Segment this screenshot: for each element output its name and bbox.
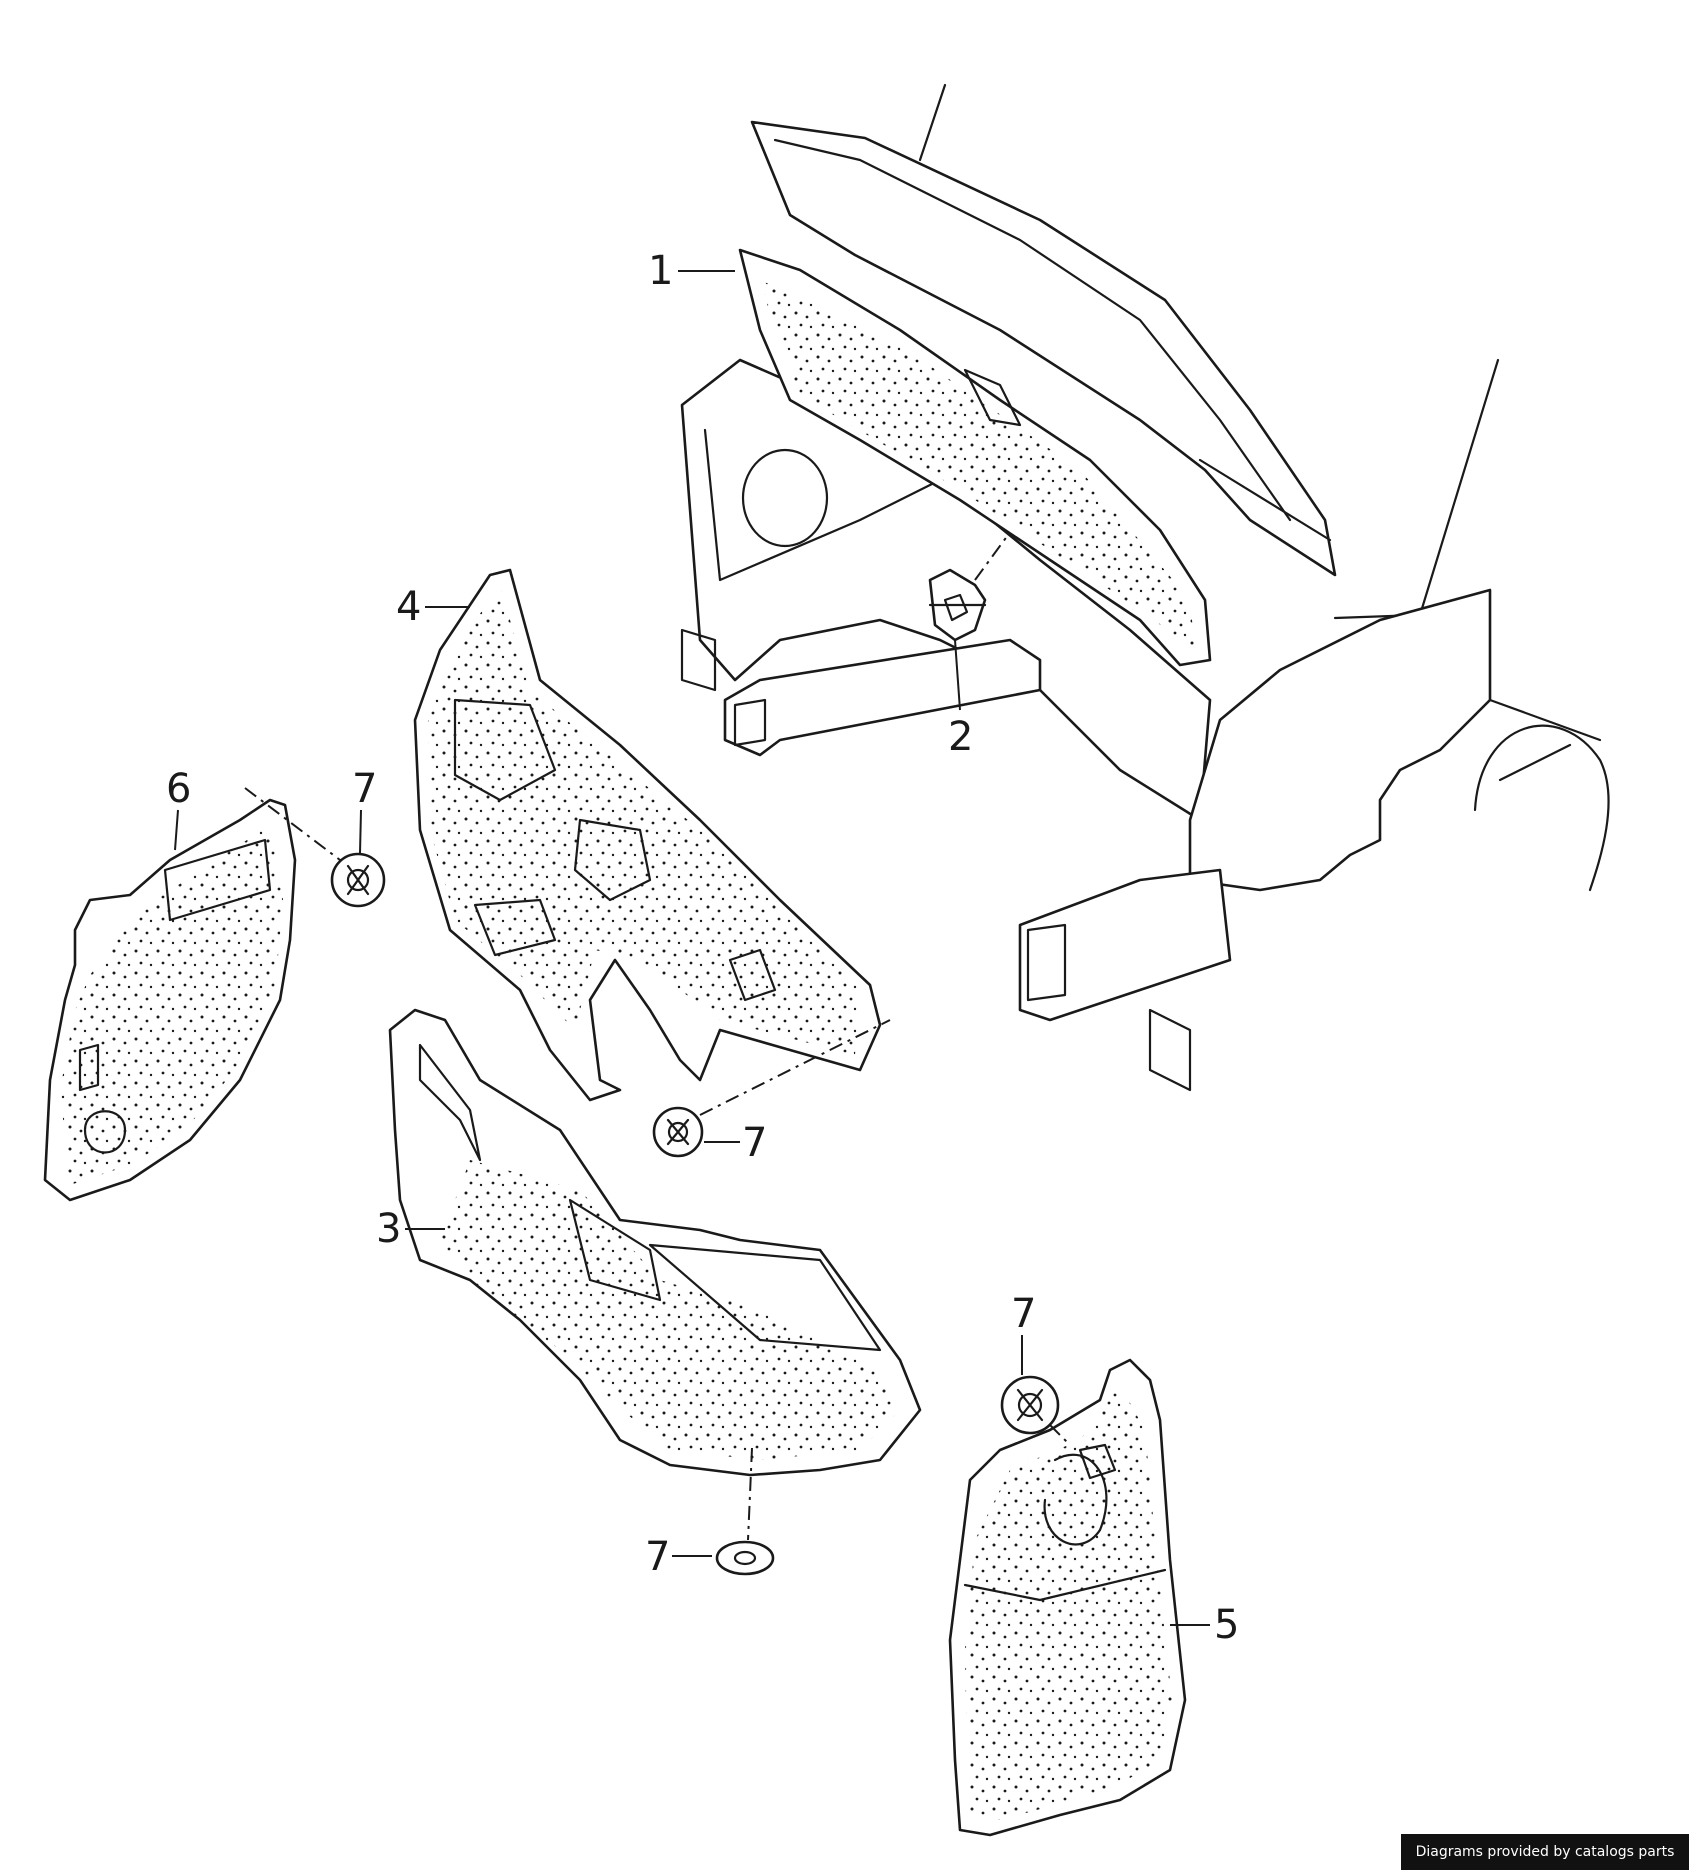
part-6-window — [163, 838, 272, 922]
assembly-line-washer-c — [1049, 1424, 1071, 1446]
callout-2: 2 — [948, 714, 973, 760]
part-3-tray-top — [648, 1243, 882, 1352]
callout-6: 6 — [166, 766, 191, 812]
callout-1: 1 — [648, 248, 673, 294]
callout-7a: 7 — [352, 766, 377, 812]
leader-7a — [359, 809, 362, 854]
callout-4: 4 — [396, 584, 421, 630]
part-3-channel — [418, 1043, 482, 1162]
assembly-line-washer-b — [699, 1019, 891, 1116]
hood-stay-line — [918, 83, 947, 162]
part-5-side-insulation-fill — [965, 1385, 1172, 1820]
fender-outline — [1188, 588, 1492, 892]
part-7-washer-b — [652, 1106, 704, 1158]
frame-rail-left — [723, 638, 1042, 757]
assembly-line-washer-a — [244, 787, 341, 861]
part-6-side-insulation-fill — [60, 825, 283, 1185]
part-1-bracket — [963, 368, 1022, 427]
part-4-cutout-mid — [573, 818, 652, 902]
callout-5: 5 — [1214, 1602, 1239, 1648]
part-7-washer-c — [1000, 1375, 1060, 1435]
part-4-tab — [728, 948, 777, 1002]
callout-7d: 7 — [645, 1534, 670, 1580]
frame-rail-right — [1018, 868, 1232, 1022]
part-2-clip — [928, 568, 987, 642]
part-5-fold-line — [963, 1568, 1167, 1602]
part-6-oval — [83, 1110, 127, 1154]
frame-rail-right-end — [1026, 923, 1067, 1002]
hood-edge-line — [1198, 458, 1332, 542]
callout-3: 3 — [376, 1206, 401, 1252]
leader-2 — [954, 639, 961, 711]
bumper-rail — [1498, 743, 1572, 782]
part-4-bulkhead-insulation-fill — [428, 585, 860, 1055]
fender-lip — [1488, 698, 1602, 742]
wheel-arch — [1473, 724, 1610, 892]
bulkhead-round-opening — [741, 448, 829, 548]
callout-7b: 7 — [742, 1120, 767, 1166]
bulkhead-bracket — [680, 628, 717, 692]
part-1-insulation-strip-fill — [760, 280, 1195, 650]
assembly-line-clip — [974, 534, 1009, 581]
part-7-washer-d — [715, 1540, 775, 1576]
part-3-lower-insulation-fill — [440, 1160, 900, 1460]
part-7-washer-a — [330, 852, 386, 908]
frame-rail-left-end — [733, 698, 767, 747]
hood-inner-line — [773, 138, 1292, 522]
part-6-slot — [78, 1043, 100, 1092]
windshield-pillar — [1333, 358, 1500, 620]
bulkhead-panel-line — [703, 428, 942, 582]
lower-bracket — [1148, 1008, 1192, 1092]
part-4-cutout-lower — [473, 898, 557, 957]
part-3-step — [568, 1198, 662, 1302]
part-5-tab — [1078, 1443, 1117, 1480]
leader-6 — [174, 809, 179, 851]
hood-outline — [750, 120, 1337, 577]
part-4-cutout-upper — [453, 698, 557, 802]
callout-7c: 7 — [1011, 1291, 1036, 1337]
part-5-upper-shape — [1043, 1453, 1108, 1546]
diagram-credit: Diagrams provided by catalogs parts — [1401, 1834, 1689, 1870]
callouts: 1 2 3 4 5 6 7 7 7 7 — [166, 248, 1239, 1648]
